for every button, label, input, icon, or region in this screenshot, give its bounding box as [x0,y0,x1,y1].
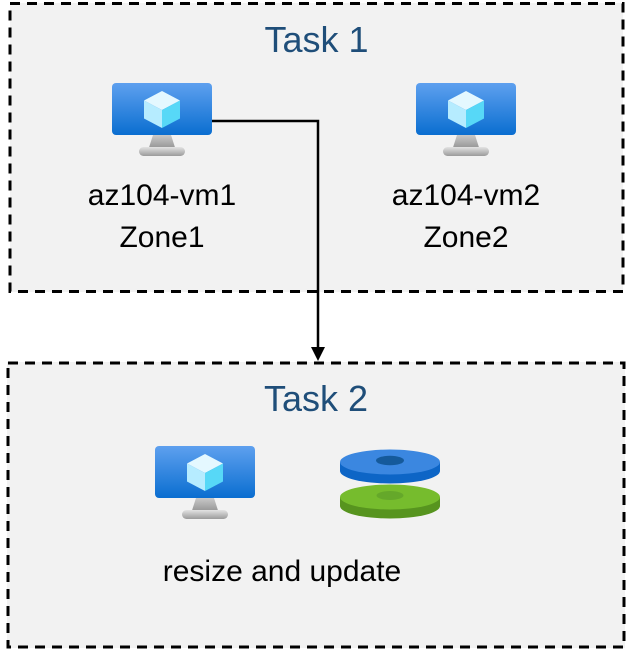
task2-box: Task 2 [7,362,625,648]
task2-caption: resize and update [162,555,402,588]
virtual-machine-icon [155,446,255,526]
task2-title: Task 2 [263,378,369,419]
vm1-group: az104-vm1 Zone1 [62,83,262,259]
disks-icon [340,444,440,522]
vm2-labels: az104-vm2 Zone2 [392,175,540,259]
vm-zone-label: Zone2 [423,221,509,254]
virtual-machine-icon [416,83,516,163]
task1-title: Task 1 [264,19,369,60]
virtual-machine-icon [112,83,212,163]
vm-name-label: az104-vm2 [391,179,541,212]
vm-zone-label: Zone1 [119,221,205,254]
vm2-group: az104-vm2 Zone2 [366,83,566,259]
vm1-labels: az104-vm1 Zone1 [88,175,236,259]
vm-name-label: az104-vm1 [87,179,237,212]
task2-vm-group [105,446,305,526]
